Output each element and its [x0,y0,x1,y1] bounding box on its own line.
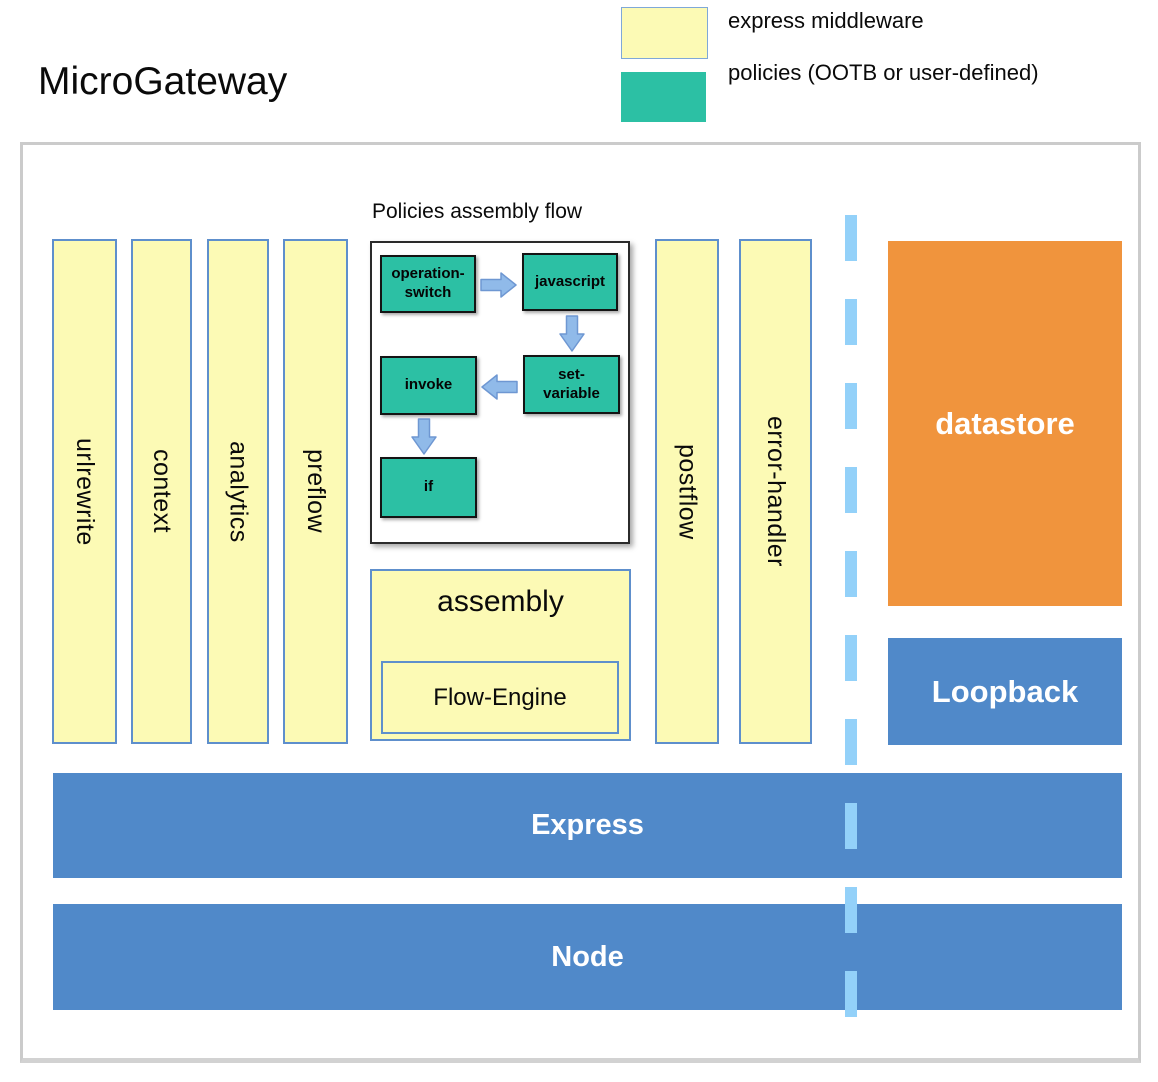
legend-swatch-policies [621,72,706,122]
middleware-bar-analytics: analytics [207,239,269,744]
policy-node-invoke: invoke [380,356,477,415]
assembly-label: assembly [437,585,564,618]
middleware-bar-urlrewrite: urlrewrite [52,239,117,744]
middleware-bar-preflow-label: preflow [302,449,330,534]
page-title: MicroGateway [38,60,288,103]
policy-node-if: if [380,457,477,518]
datastore-box: datastore [888,241,1122,606]
arrow-down-icon [411,418,437,455]
arrow-left-icon [481,374,518,400]
middleware-bar-context: context [131,239,192,744]
arrow-down-icon [559,315,585,352]
policy-node-javascript-label: javascript [534,272,606,290]
middleware-bar-postflow-label: postflow [673,443,702,540]
legend-swatch-express-middleware [621,7,708,59]
loopback-box: Loopback [888,638,1122,745]
policies-assembly-flow-box: operation-switch javascript set-variable… [370,241,630,544]
legend-label-express-middleware: express middleware [728,8,924,33]
policy-node-operation-switch: operation-switch [380,255,476,313]
middleware-bar-postflow: postflow [655,239,719,744]
assembly-box: assembly Flow-Engine [370,569,631,741]
policy-node-if-label: if [423,478,434,496]
arrow-right-icon [480,272,517,298]
middleware-bar-error-handler: error-handler [739,239,812,744]
legend-label-policies: policies (OOTB or user-defined) [728,60,1039,85]
dashed-separator-line [845,215,857,1039]
gateway-container: urlrewrite context analytics preflow pos… [20,142,1141,1063]
flow-engine-box: Flow-Engine [381,661,619,734]
middleware-bar-preflow: preflow [283,239,348,744]
middleware-bar-error-handler-label: error-handler [762,415,790,567]
node-bar: Node [53,904,1122,1010]
policy-node-invoke-label: invoke [404,376,453,394]
policy-node-set-variable: set-variable [523,355,620,414]
express-bar: Express [53,773,1122,878]
policies-assembly-flow-title: Policies assembly flow [372,200,583,223]
middleware-bar-urlrewrite-label: urlrewrite [71,437,99,546]
policy-node-javascript: javascript [522,253,618,311]
policy-node-operation-switch-label: operation-switch [391,265,465,301]
policy-node-set-variable-label: set-variable [543,365,600,402]
middleware-bar-analytics-label: analytics [224,440,253,543]
middleware-bar-context-label: context [148,449,176,534]
